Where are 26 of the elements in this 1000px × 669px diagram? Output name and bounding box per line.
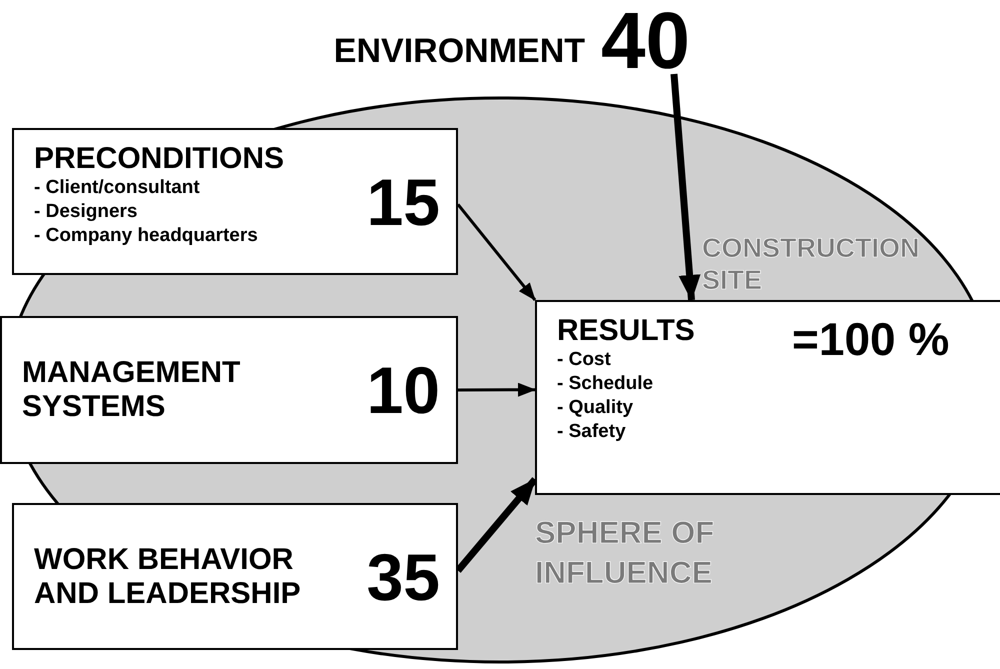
score-number: 35 (366, 544, 440, 610)
factor-box (535, 300, 1000, 495)
factor-box (0, 316, 458, 464)
list-item: - Client/consultant (34, 176, 201, 200)
list-item: - Cost (557, 348, 612, 372)
total-value: =100 % (792, 316, 950, 362)
node-title: ENVIRONMENT (334, 34, 586, 68)
arrow (670, 74, 701, 301)
box-heading: MANAGEMENT SYSTEMS (22, 356, 242, 424)
box-heading: PRECONDITIONS (34, 142, 286, 176)
box-heading: WORK BEHAVIOR AND LEADERSHIP (34, 542, 302, 610)
list-item: - Safety (557, 420, 627, 444)
arrow (456, 204, 536, 301)
list-item: - Company headquarters (34, 224, 259, 248)
box-heading: RESULTS (557, 314, 696, 348)
area-label: CONSTRUCTION SITE (702, 232, 920, 296)
factor-box (12, 128, 458, 275)
list-item: - Quality (557, 396, 634, 420)
arrow (458, 382, 536, 397)
score-number: 40 (601, 8, 690, 74)
list-item: - Schedule (557, 372, 654, 396)
score-number: 15 (366, 168, 440, 234)
factor-box (12, 503, 458, 650)
score-number: 10 (366, 357, 440, 423)
list-item: - Designers (34, 200, 138, 224)
area-label: SPHERE OF INFLUENCE (535, 514, 716, 592)
